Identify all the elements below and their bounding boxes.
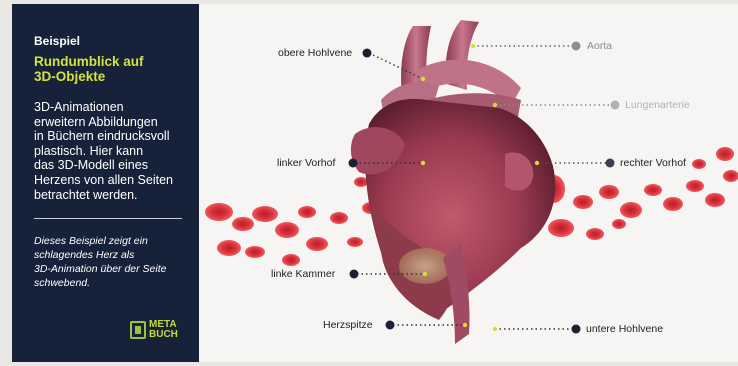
label-linker-vorhof: linker Vorhof xyxy=(277,157,335,169)
example-note: Dieses Beispiel zeigt ein schlagendes He… xyxy=(34,234,194,290)
headline: Rundumblick auf 3D-Objekte xyxy=(34,54,185,84)
meta-buch-logo: META BUCH xyxy=(130,320,178,340)
info-sidebar: Beispiel Rundumblick auf 3D-Objekte 3D-A… xyxy=(12,4,199,362)
divider xyxy=(34,218,182,219)
kicker: Beispiel xyxy=(34,34,185,48)
label-untere-hohlvene: untere Hohlvene xyxy=(586,323,663,335)
logo-text: META BUCH xyxy=(149,320,178,340)
meta-buch-logo-icon xyxy=(130,321,146,339)
label-lungenarterie: Lungenarterie xyxy=(625,99,690,111)
book-page: Beispiel Rundumblick auf 3D-Objekte 3D-A… xyxy=(12,4,738,362)
heart-3d-illustration-body xyxy=(351,20,555,344)
label-aorta: Aorta xyxy=(587,40,612,52)
heart-visual-area: obere Hohlvene Aorta Lungenarterie linke… xyxy=(199,4,738,362)
description: 3D-Animationen erweitern Abbildungen in … xyxy=(34,100,185,202)
label-linke-kammer: linke Kammer xyxy=(271,268,335,280)
label-rechter-vorhof: rechter Vorhof xyxy=(620,157,686,169)
label-herzspitze: Herzspitze xyxy=(323,319,373,331)
label-obere-hohlvene: obere Hohlvene xyxy=(278,47,352,59)
